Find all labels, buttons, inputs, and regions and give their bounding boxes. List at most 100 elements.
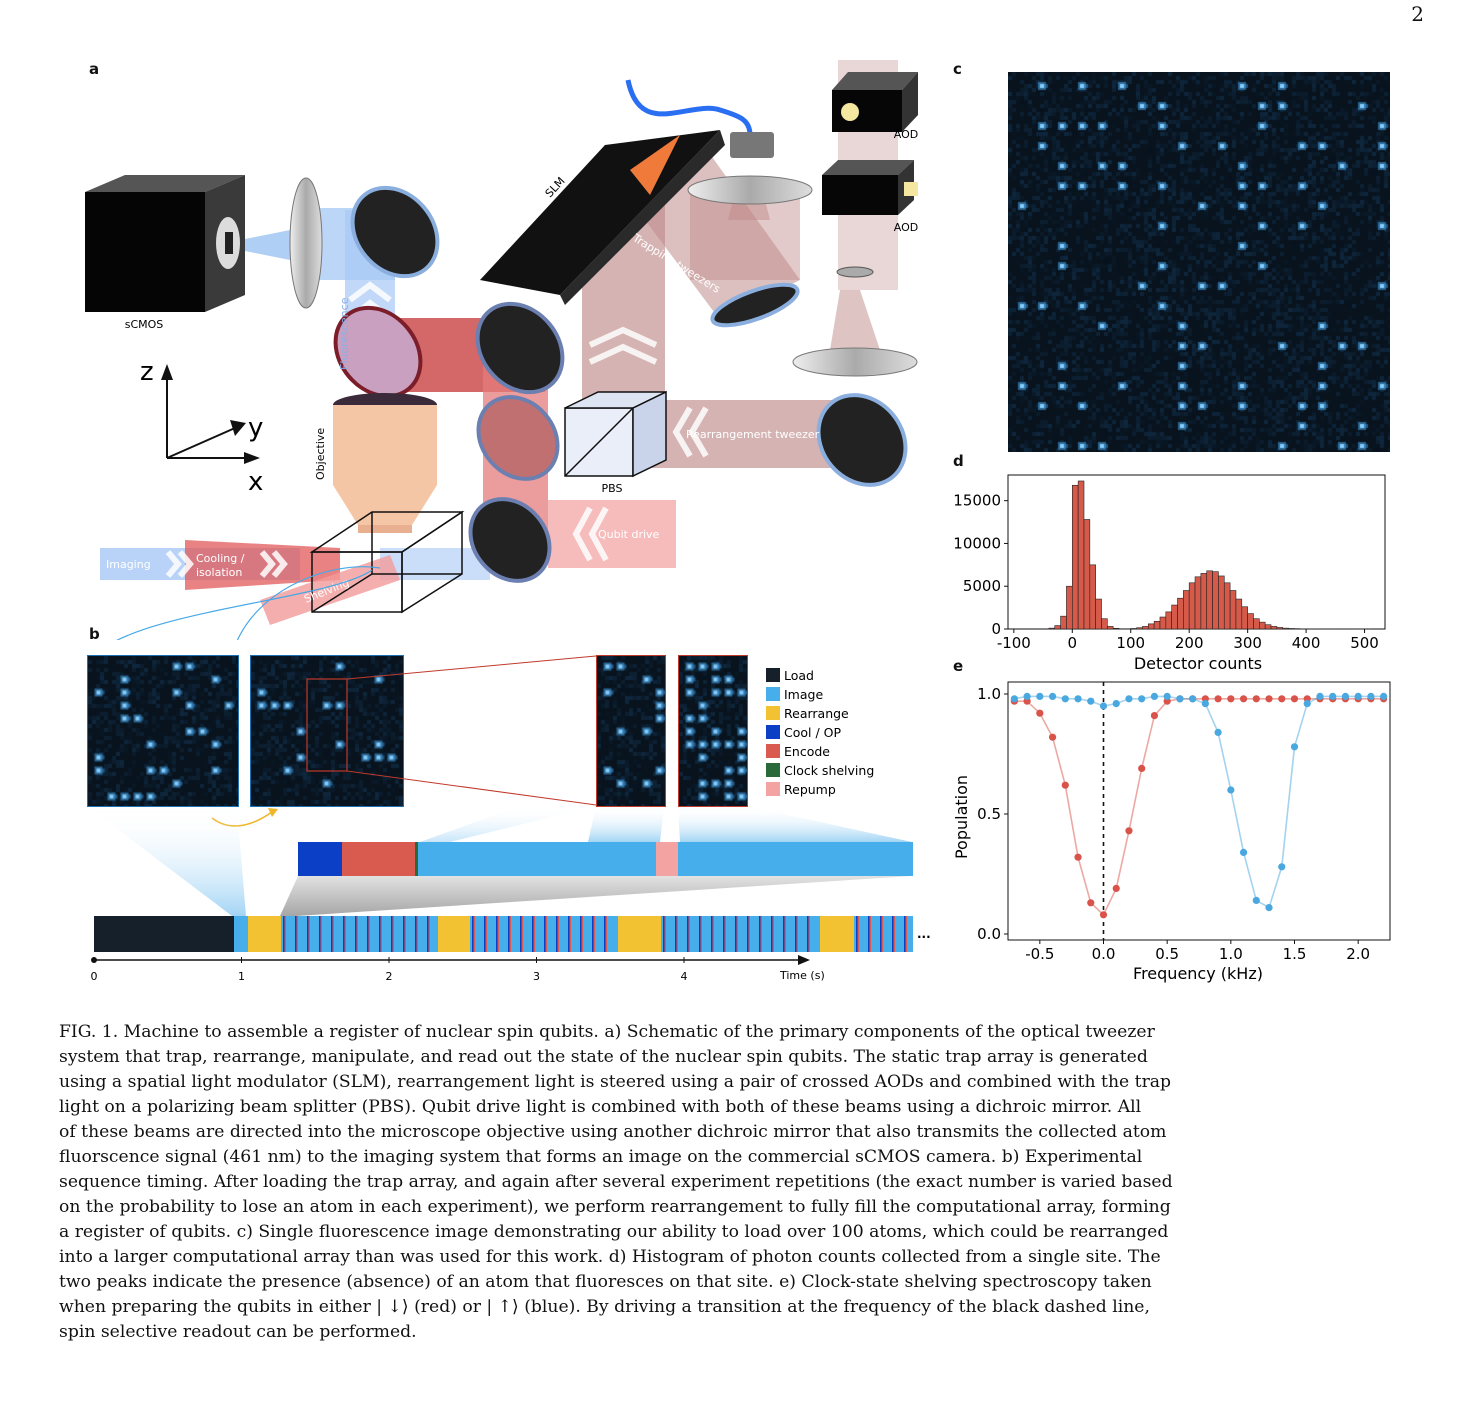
histogram-bar xyxy=(1136,627,1143,630)
spectroscopy-point xyxy=(1189,695,1197,703)
fluor-image-loaded xyxy=(87,655,239,807)
pbs-label: PBS xyxy=(602,482,623,495)
seg-cool xyxy=(319,916,321,952)
cooling-beam xyxy=(185,540,340,590)
seg-encode xyxy=(760,916,762,952)
spectroscopy-point xyxy=(1099,702,1108,710)
seg-load xyxy=(94,916,234,952)
seg-cool xyxy=(379,916,381,952)
seg-cool xyxy=(604,916,606,952)
seg-encode xyxy=(664,916,666,952)
histogram-bar xyxy=(1083,519,1091,630)
spectroscopy-xtick-label: -0.5 xyxy=(1025,945,1054,963)
spectroscopy-point xyxy=(1239,695,1248,703)
seg-cool xyxy=(472,916,474,952)
seg-cool xyxy=(711,916,713,952)
isolation-label: isolation xyxy=(196,566,242,579)
time-tick-label: 3 xyxy=(533,970,540,983)
spectroscopy-point xyxy=(1061,695,1069,703)
seg-encode xyxy=(284,916,286,952)
seg-encode xyxy=(404,916,406,952)
seg-cool xyxy=(771,916,773,952)
spectroscopy-point xyxy=(1150,712,1159,720)
spectroscopy-point xyxy=(1278,695,1286,703)
spectroscopy-point xyxy=(1163,692,1171,700)
histogram-bar xyxy=(1159,616,1167,630)
time-tick-label: 2 xyxy=(386,970,393,983)
spectroscopy-point xyxy=(1074,853,1082,861)
seg-cool xyxy=(367,916,369,952)
optical-schematic: sCMOS SLM AOD AOD xyxy=(85,60,918,640)
seg-encode xyxy=(593,916,595,952)
spectroscopy-point xyxy=(1341,692,1350,700)
seg-image xyxy=(234,916,248,952)
zoom-line-top xyxy=(346,655,597,680)
caption-line: using a spatial light modulator (SLM), r… xyxy=(59,1072,1172,1092)
spectroscopy-ytick-label: 0.5 xyxy=(977,805,1001,823)
histogram-bar xyxy=(1066,585,1073,630)
chevrons xyxy=(165,281,709,578)
fluor-image-zoom-2 xyxy=(678,655,748,807)
camera xyxy=(85,175,245,312)
caption-line: FIG. 1. Machine to assemble a register o… xyxy=(59,1022,1155,1042)
slm xyxy=(480,130,725,305)
histogram-xtick-label: 500 xyxy=(1350,634,1379,652)
seg-cool xyxy=(544,916,546,952)
seg-cool xyxy=(807,916,809,952)
full-sequence-bar xyxy=(94,916,913,952)
spectroscopy-xtick-label: 1.0 xyxy=(1219,945,1243,963)
aod-small-lens xyxy=(836,266,874,278)
spectroscopy-series-line xyxy=(1014,697,1384,917)
seg-cool xyxy=(508,916,510,952)
aod-bottom-label: AOD xyxy=(894,221,918,234)
histogram-bar xyxy=(1101,618,1108,630)
axis-x-label: x xyxy=(248,467,263,497)
time-axis-label: Time (s) xyxy=(779,969,825,982)
histogram-bar xyxy=(1247,613,1254,630)
caption-line: into a larger computational array than w… xyxy=(59,1247,1161,1267)
connector-line-1 xyxy=(116,569,373,640)
qubit-drive-label: Qubit drive xyxy=(598,528,660,541)
axis-z-label: z xyxy=(140,357,154,387)
seg-cool xyxy=(592,916,594,952)
histogram-xtick-label: -100 xyxy=(997,634,1031,652)
histogram-xlabel: Detector counts xyxy=(1134,654,1262,673)
seg-encode xyxy=(869,916,871,952)
spectroscopy-point xyxy=(1036,692,1044,700)
trapping-beam-aux xyxy=(690,190,800,280)
shelving-beam xyxy=(260,555,400,625)
histogram-xtick-label: 400 xyxy=(1292,634,1321,652)
vacuum-cell xyxy=(309,510,465,614)
caption-line: light on a polarizing beam splitter (PBS… xyxy=(59,1097,1142,1117)
pbs xyxy=(564,390,667,478)
seg-encode xyxy=(808,916,810,952)
fiber xyxy=(625,79,753,136)
seg-encode xyxy=(533,916,535,952)
spectroscopy-point xyxy=(1138,695,1146,703)
aod-lens xyxy=(792,347,918,377)
seg-cool xyxy=(520,916,522,952)
spectroscopy-frame xyxy=(1007,681,1391,941)
seg-cool xyxy=(747,916,749,952)
histogram-bar xyxy=(1089,564,1096,630)
seg-encode xyxy=(724,916,726,952)
histogram-bar xyxy=(1264,624,1272,630)
fan-2 xyxy=(588,806,664,842)
spectroscopy-point xyxy=(1329,692,1337,700)
spectroscopy-point xyxy=(1125,695,1133,703)
histogram-bar xyxy=(1142,626,1149,630)
camera-lens xyxy=(289,177,323,309)
seg-encode xyxy=(356,916,358,952)
fluorescence-label: Fluorescence xyxy=(338,297,351,370)
histogram-bar xyxy=(1212,571,1219,630)
sequence-ellipsis: ... xyxy=(917,927,931,941)
legend-label: Rearrange xyxy=(784,706,849,721)
spectroscopy-point xyxy=(1061,781,1069,789)
spectroscopy-ylabel: Population xyxy=(952,775,971,859)
spectroscopy-point xyxy=(1265,904,1273,912)
aod-bottom xyxy=(822,160,918,215)
spectroscopy-xlabel: Frequency (kHz) xyxy=(1133,964,1263,983)
histogram-bar xyxy=(1177,597,1184,630)
